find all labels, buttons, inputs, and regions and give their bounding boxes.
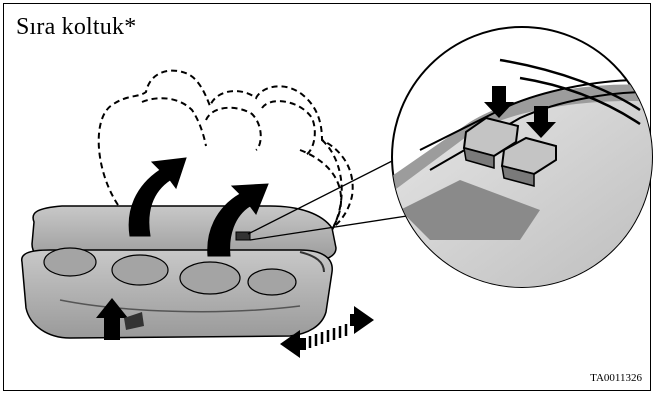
zoom-detail [392,27,656,290]
seat-cushion [22,206,336,338]
